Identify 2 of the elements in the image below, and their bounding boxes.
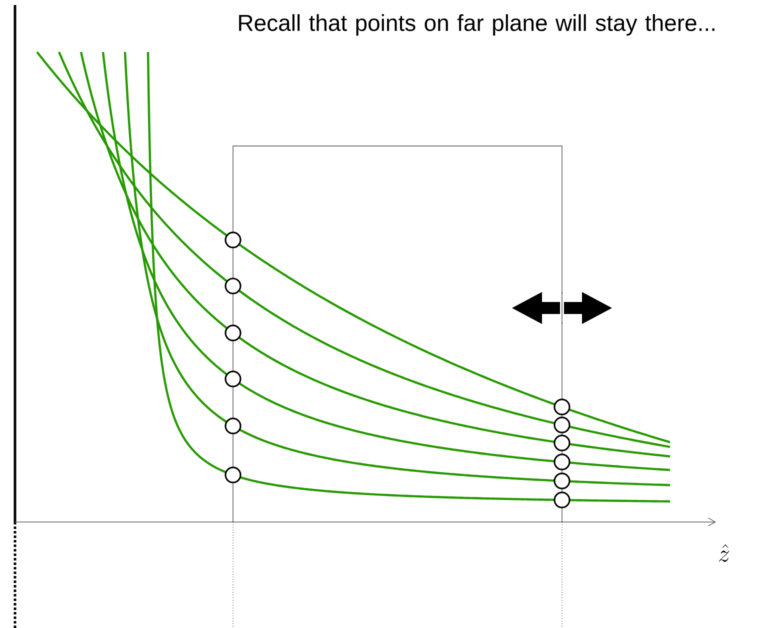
axis-label: $\hat{z}$	[718, 544, 730, 562]
caption-text: Recall that points on far plane will stay there...	[239, 14, 714, 36]
